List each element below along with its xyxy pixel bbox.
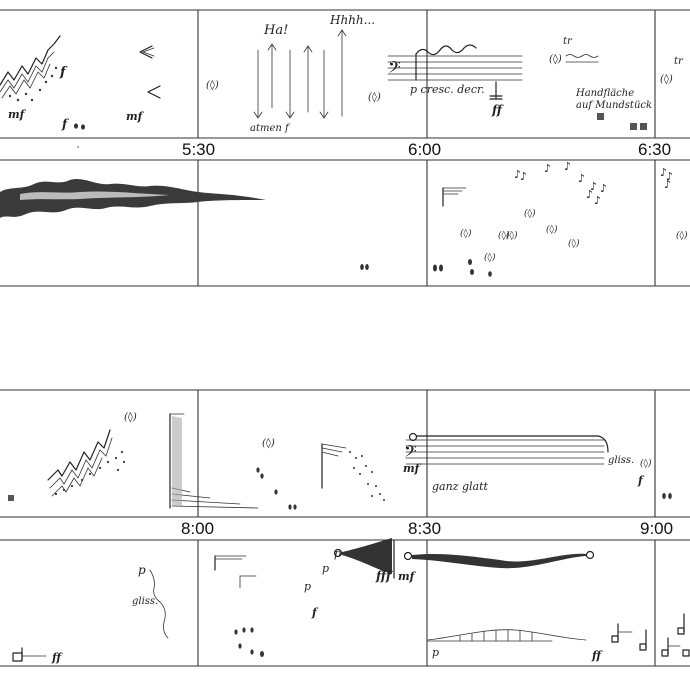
svg-text:♪: ♪ <box>564 160 571 173</box>
palm-line-1: Handfläche <box>575 88 634 99</box>
arrow-left-icon-2 <box>147 85 161 99</box>
gliss-label: gliss. <box>608 455 634 466</box>
svg-text:♪: ♪ <box>586 188 593 201</box>
cresc-label: p cresc. decr. <box>410 83 485 96</box>
svg-text:♪: ♪ <box>594 194 601 207</box>
arrow-left-icon <box>139 45 155 59</box>
svg-text:(◊): (◊) <box>460 228 472 239</box>
svg-text:(◊): (◊) <box>484 252 496 263</box>
breath-marker: (◊) <box>206 79 219 91</box>
note-pair-3 <box>662 493 672 499</box>
time-630: 6:30 <box>638 140 671 159</box>
flag-mark <box>442 187 467 207</box>
bass-staff-2: 𝄢 <box>404 432 609 465</box>
square-mark-2 <box>630 123 637 130</box>
svg-text:♪: ♪ <box>664 178 671 191</box>
decay-bracket <box>169 413 259 509</box>
svg-text:(◊): (◊) <box>568 238 580 249</box>
breath-arrows <box>253 29 347 119</box>
square-outline <box>12 652 23 662</box>
note-heads-cluster <box>433 259 492 277</box>
dynamic-p-2: p <box>334 547 341 560</box>
note-dots-2 <box>256 467 297 510</box>
svg-text:♪: ♪ <box>514 168 521 181</box>
breath-markers-cluster: (◊) (◊) (◊) (◊) (◊) (◊) (◊) (◊) <box>460 208 688 263</box>
note-dots-3 <box>234 627 264 657</box>
dynamic-f-2: f <box>61 117 69 131</box>
note-pair-2 <box>360 264 369 270</box>
dynamic-mf-4: mf <box>398 570 417 583</box>
rising-zigzag-figure <box>0 35 61 102</box>
dynamic-mf-3: mf <box>403 462 422 475</box>
gliss-line <box>149 569 169 639</box>
square-mark <box>597 113 604 120</box>
breath-marker-6: (◊) <box>262 437 275 449</box>
dynamic-f-3: f <box>637 474 645 487</box>
cloud-band <box>0 179 266 218</box>
dynamic-f: f <box>59 65 68 80</box>
svg-text:♪: ♪ <box>590 180 597 193</box>
spray-dots <box>349 451 385 501</box>
dynamic-p: p <box>138 563 146 577</box>
atmen-label: atmen f <box>250 123 291 134</box>
svg-text:(◊): (◊) <box>524 208 536 219</box>
svg-text:♪: ♪ <box>578 172 585 185</box>
sustained-band <box>403 550 595 569</box>
dynamic-mf: mf <box>8 108 27 121</box>
square-mark-4 <box>8 495 14 501</box>
svg-text:(◊): (◊) <box>546 224 558 235</box>
breath-marker-2: (◊) <box>368 91 381 103</box>
swell-envelope <box>427 629 587 642</box>
svg-text:(◊): (◊) <box>676 230 688 241</box>
svg-text:♪: ♪ <box>520 170 527 183</box>
hhhh-label: Hhhh... <box>329 13 375 27</box>
dynamic-p-5: p <box>432 646 439 659</box>
breath-marker-4: (◊) <box>660 73 673 85</box>
time-530: 5:30 <box>182 140 215 159</box>
step-markers <box>611 613 690 657</box>
breath-marker-3: (◊) <box>549 53 562 65</box>
bass-staff: 𝄢 <box>387 44 523 100</box>
note-pair <box>74 123 85 130</box>
svg-text:♪: ♪ <box>660 166 667 179</box>
time-600: 6:00 <box>408 140 441 159</box>
bass-clef-icon-2: 𝄢 <box>404 441 417 465</box>
time-830: 8:30 <box>408 519 441 538</box>
time-800: 8:00 <box>181 519 214 538</box>
dynamic-mf-2: mf <box>126 110 145 123</box>
eighth-notes-cluster: ♪♪ ♪♪ ♪♪ ♪♪♪ ♪♪♪ <box>514 160 673 207</box>
dynamic-ff-3: ff <box>591 649 603 662</box>
dynamic-p-4: p <box>304 580 311 593</box>
square-mark-3 <box>640 123 647 130</box>
svg-text:(◊): (◊) <box>498 230 510 241</box>
flag-mark-3 <box>214 555 257 589</box>
crescendo-cone <box>333 538 392 574</box>
breath-marker-5: (◊) <box>124 411 137 423</box>
svg-text:(◊): (◊) <box>506 230 518 241</box>
flag-mark-2 <box>321 443 347 489</box>
svg-text:♪: ♪ <box>544 162 551 175</box>
time-900: 9:00 <box>640 519 673 538</box>
bass-clef-icon: 𝄢 <box>388 57 401 81</box>
trill-label-2: tr <box>674 56 684 67</box>
svg-text:(◊): (◊) <box>206 79 219 91</box>
svg-text:♪: ♪ <box>600 182 607 195</box>
breath-marker-7: (◊) <box>640 458 652 469</box>
dynamic-p-3: p <box>322 562 329 575</box>
dynamic-ff: ff <box>491 103 504 117</box>
ha-label: Ha! <box>263 23 288 38</box>
palm-line-2: auf Mundstück <box>576 100 652 111</box>
system-1: f mf f mf (◊) Ha! Hhhh... atmen f (◊) <box>0 9 690 287</box>
dynamic-ff-2: ff <box>51 651 63 664</box>
svg-text:♪: ♪ <box>666 170 673 183</box>
dynamic-f-4: f <box>311 606 319 619</box>
system-2: (◊) (◊) <box>0 389 690 667</box>
glatt-label: ganz glatt <box>432 480 489 493</box>
gliss-label-2: gliss. <box>132 596 158 607</box>
trill-lines <box>565 54 599 63</box>
trill-label: tr <box>563 36 573 47</box>
dynamic-fff: fff <box>375 569 393 583</box>
rising-zigzag-figure-2 <box>47 429 126 497</box>
